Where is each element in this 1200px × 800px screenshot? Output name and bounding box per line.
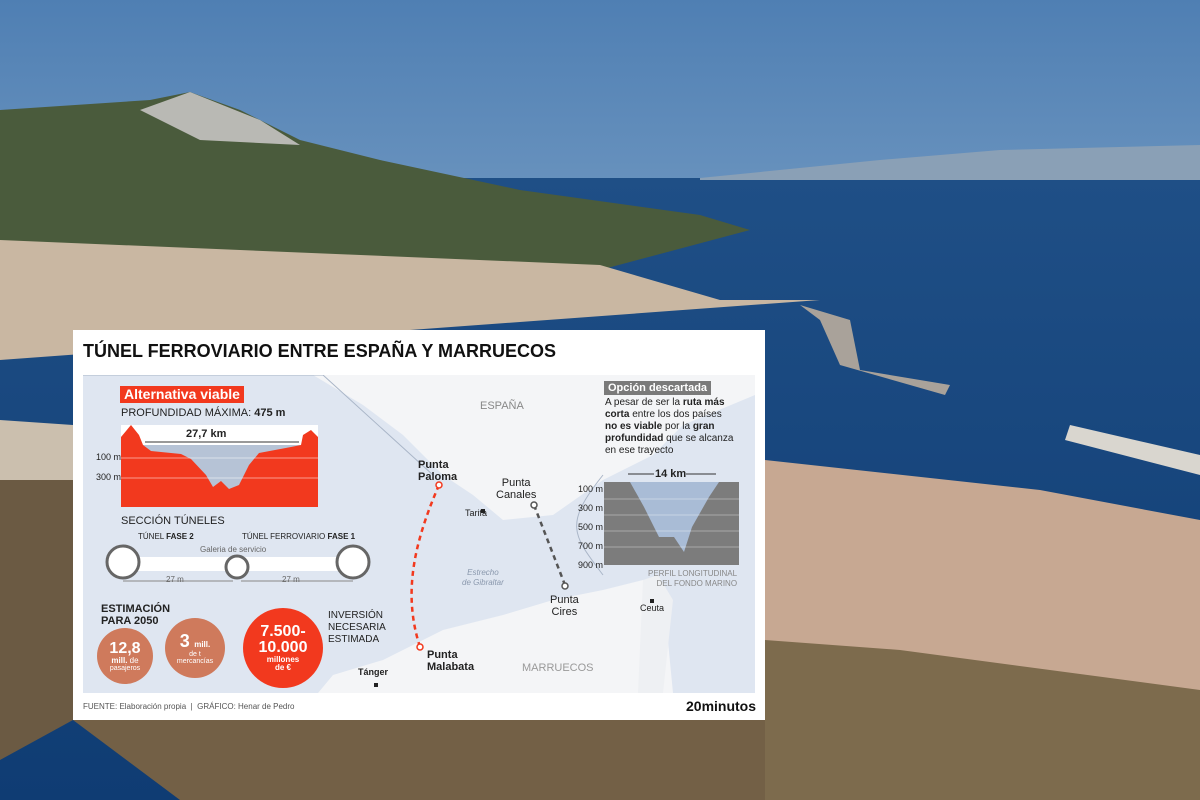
investment-label-2: NECESARIA bbox=[328, 622, 386, 633]
desc-bold: gran bbox=[692, 421, 715, 432]
punta-malabata-1: Punta bbox=[427, 649, 458, 661]
freight-unit: mill. bbox=[194, 639, 211, 649]
passengers-unit2: de bbox=[129, 655, 139, 665]
tunnel-phase-1-label: TÚNEL FERROVIARIO FASE 1 bbox=[242, 532, 355, 541]
desc-text: A pesar de ser la bbox=[605, 397, 683, 408]
desc-text: por la bbox=[662, 421, 693, 432]
tunnel-phase-1-icon bbox=[335, 544, 371, 580]
punta-cires-2: Cires bbox=[551, 606, 578, 618]
punta-cires-1: Punta bbox=[550, 594, 579, 606]
strait-2: de Gibraltar bbox=[462, 578, 504, 587]
estimate-label-2: PARA 2050 bbox=[101, 615, 159, 627]
service-gallery-label: Galeria de servicio bbox=[200, 545, 267, 554]
desc-bold: ruta más bbox=[682, 397, 725, 408]
depth-tick: 900 m bbox=[578, 560, 604, 570]
punta-malabata-2: Malabata bbox=[427, 661, 475, 673]
depth-tick: 500 m bbox=[578, 522, 604, 532]
discarded-badge: Opción descartada bbox=[604, 381, 712, 395]
caption-1: PERFIL LONGITUDINAL bbox=[648, 569, 738, 578]
depth-tick: 100 m bbox=[578, 484, 604, 494]
tunnel-phase-2-label: TÚNEL FASE 2 bbox=[138, 532, 194, 541]
freight-circle: 3 mill. de t mercancías bbox=[165, 618, 225, 678]
punta-canales-2: Canales bbox=[496, 489, 537, 501]
max-depth-label: PROFUNDIDAD MÁXIMA: bbox=[121, 407, 252, 419]
investment-unit-2: de € bbox=[274, 663, 291, 672]
investment-unit-1: millones bbox=[266, 655, 300, 664]
tunnel-phase-2-bold: FASE 2 bbox=[166, 532, 194, 541]
label-tarifa: Tarifa bbox=[465, 508, 488, 518]
investment-label-1: INVERSIÓN bbox=[328, 610, 384, 621]
tunnel-phase-2-pre: TÚNEL bbox=[138, 532, 164, 541]
passengers-circle: 12,8 mill. de pasajeros bbox=[97, 628, 153, 684]
logo-20minutos: 20minutos bbox=[686, 698, 757, 714]
label-morocco: MARRUECOS bbox=[522, 662, 594, 674]
section-title: SECCIÓN TÚNELES bbox=[121, 515, 225, 527]
freight-unit2: de t bbox=[189, 650, 201, 658]
investment-value-2: 10.000 bbox=[258, 639, 308, 656]
tunnel-phase-1-bold: FASE 1 bbox=[327, 532, 356, 541]
freight-text: mercancías bbox=[176, 657, 214, 665]
service-gallery-icon bbox=[224, 554, 250, 580]
desc-bold: corta bbox=[605, 409, 630, 420]
passengers-unit: mill. bbox=[111, 655, 128, 665]
tunnel-phase-1-pre: TÚNEL FERROVIARIO bbox=[242, 532, 326, 541]
infographic-title: TÚNEL FERROVIARIO ENTRE ESPAÑA Y MARRUEC… bbox=[83, 341, 557, 361]
estimate-label-1: ESTIMACIÓN bbox=[101, 603, 171, 615]
distance-left: 27 m bbox=[166, 575, 184, 584]
punta-canales-1: Punta bbox=[501, 477, 531, 489]
desc-text: entre los dos países bbox=[629, 409, 722, 420]
source-credit: FUENTE: Elaboración propia | GRÁFICO: He… bbox=[83, 702, 295, 711]
label-ceuta: Ceuta bbox=[640, 603, 665, 613]
map-land-shapes bbox=[83, 375, 755, 693]
passengers-value: 12,8 bbox=[109, 639, 141, 657]
depth-tick: 700 m bbox=[578, 541, 604, 551]
desc-text: que se alcanza bbox=[663, 433, 734, 444]
tunnel-section-diagram bbox=[105, 544, 371, 582]
passengers-text: pasajeros bbox=[109, 664, 141, 672]
max-depth: PROFUNDIDAD MÁXIMA: 475 m bbox=[121, 407, 285, 419]
depth-tick: 300 m bbox=[578, 503, 604, 513]
discarded-description: A pesar de ser la ruta más corta entre l… bbox=[605, 397, 733, 457]
desc-bold: profundidad bbox=[605, 433, 664, 444]
label-tanger: Tánger bbox=[358, 667, 389, 677]
distance-right: 27 m bbox=[282, 575, 300, 584]
discarded-length: 14 km bbox=[655, 468, 687, 480]
viable-length: 27,7 km bbox=[186, 428, 227, 440]
desc-text: en ese trayecto bbox=[605, 445, 674, 456]
depth-tick: 300 m bbox=[96, 472, 122, 482]
viable-badge: Alternativa viable bbox=[120, 386, 244, 403]
punta-paloma-1: Punta bbox=[418, 459, 449, 471]
investment-circle: 7.500- 10.000 millones de € bbox=[243, 608, 323, 688]
tunnel-phase-2-icon bbox=[105, 544, 141, 580]
punta-paloma-2: Paloma bbox=[418, 471, 458, 483]
caption-2: DEL FONDO MARINO bbox=[656, 579, 738, 588]
strait-1: Estrecho bbox=[467, 568, 499, 577]
desc-bold: no es viable bbox=[605, 421, 663, 432]
depth-tick: 100 m bbox=[96, 452, 122, 462]
freight-value: 3 bbox=[179, 630, 190, 651]
investment-label-3: ESTIMADA bbox=[328, 634, 380, 645]
viable-depth-profile bbox=[121, 425, 318, 507]
investment-value-1: 7.500- bbox=[260, 623, 306, 640]
label-spain: ESPAÑA bbox=[480, 400, 524, 412]
max-depth-value: 475 m bbox=[254, 407, 286, 419]
discarded-depth-profile bbox=[604, 473, 739, 565]
